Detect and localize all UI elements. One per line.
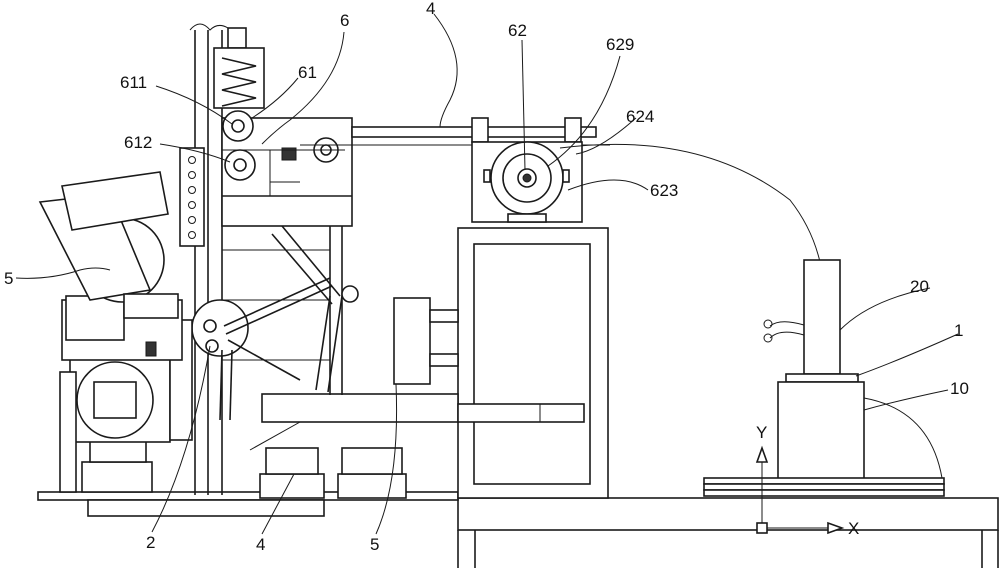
lower-rail: [249, 393, 585, 451]
rotor-2: [191, 277, 359, 421]
label-623: 623: [650, 181, 678, 200]
vertical-column: [189, 23, 265, 495]
label-612: 612: [124, 133, 152, 152]
robot-arm-left: [38, 171, 193, 493]
leader-lines: [15, 13, 959, 535]
part-20: [763, 259, 841, 375]
base-table: [457, 497, 999, 568]
label-624: 624: [626, 107, 654, 126]
part-1: [785, 373, 859, 383]
label-629: 629: [606, 35, 634, 54]
label-10: 10: [950, 379, 969, 398]
bottom-boxes: [259, 447, 407, 499]
label-4-top: 4: [426, 0, 435, 18]
cable: [559, 143, 821, 263]
label-2: 2: [146, 533, 155, 552]
perforated-bar: [179, 147, 205, 247]
roller-611: [222, 110, 254, 142]
label-62: 62: [508, 21, 527, 40]
label-611: 611: [120, 73, 147, 92]
wheel-62-assembly: [471, 117, 583, 223]
part-10: [777, 381, 943, 483]
support-pillar: [457, 227, 609, 499]
actuator-5: [393, 297, 459, 385]
label-20: 20: [910, 277, 929, 296]
label-5-bottom: 5: [370, 535, 379, 554]
label-x-axis: X: [848, 519, 859, 538]
label-5-left: 5: [4, 269, 13, 288]
label-1: 1: [954, 321, 963, 340]
axes: [755, 445, 845, 535]
inner-frame: [222, 225, 343, 395]
roller-612: [222, 149, 345, 181]
label-y-axis: Y: [756, 423, 767, 442]
label-4-bottom: 4: [256, 535, 265, 554]
label-61: 61: [298, 63, 317, 82]
label-6: 6: [340, 11, 349, 30]
left-floor-plate: [37, 491, 459, 517]
base-plate-stack: [703, 477, 945, 497]
